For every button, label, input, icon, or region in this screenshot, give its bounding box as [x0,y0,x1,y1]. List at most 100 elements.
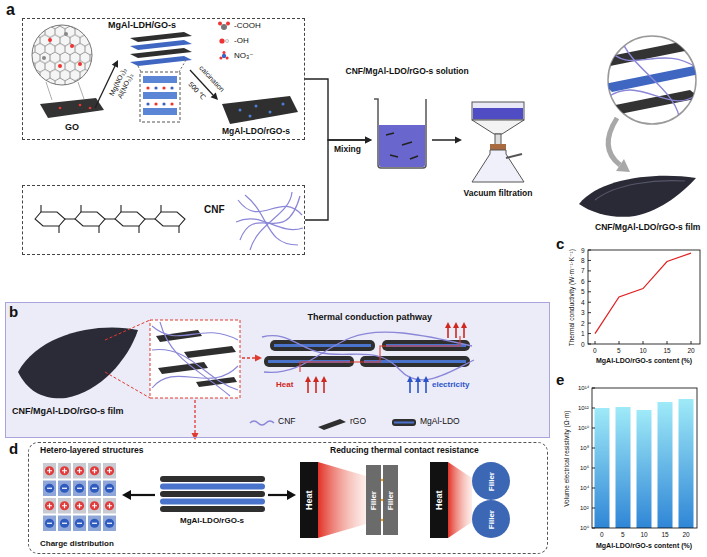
axis-text: 1 [581,330,585,337]
conduction-pathway [315,381,317,393]
ldh-go-stack [179,60,186,72]
legend-text: rGO [350,417,366,427]
conduction-pathway [447,327,449,338]
axis-text: 5 [621,531,625,538]
legend-sample [219,38,224,43]
node-text: Charge distribution [40,539,114,548]
go-molecule [78,82,84,99]
axis-text: Volume electrical resistivity (Ω·m) [563,410,570,506]
layered-stack [160,506,265,512]
conduction-pathway [463,327,465,338]
film-node-shape [595,181,685,200]
film-zoom-circle [600,36,700,124]
conduction-pathway [417,381,419,393]
legend-text: -COOH [234,21,261,30]
ldh-zoom [162,102,165,105]
ldh-zoom [140,72,180,122]
conduction-pathway [270,340,375,351]
layered-stack [160,476,265,482]
ldo-sheet [255,105,258,108]
connector [305,137,372,221]
node-text: Vacuum filtration [464,189,533,199]
axis-text: 10² [580,505,589,512]
cnf-fibers [236,192,303,250]
conduction-pathway [445,322,451,328]
connector-line [305,79,366,140]
film-node: CNF/MgAl-LDO/rGO-s film [575,170,700,220]
chart-e [616,407,631,528]
ldh-zoom [143,108,177,115]
ldh-zoom [170,102,173,105]
node-text: CNF [204,204,225,216]
legend-sample [218,22,222,26]
go-sheet [59,107,62,110]
go-molecule [46,82,52,100]
axis-text: 9 [581,247,585,254]
film-illustration [152,326,238,340]
legend-text: CNF [278,417,295,427]
heat-cone [318,462,366,538]
go-molecule [78,62,82,66]
process-arrow [130,494,155,496]
go-molecule [64,32,68,36]
filler-bar: Filler [383,465,398,535]
arrow-head [365,137,372,144]
conduction-pathway [274,344,371,347]
panel-letter: c [556,235,564,252]
axis-text: 10⁸ [580,445,589,452]
panel-box: CNF/MgAl-LDO/rGO-s filmThermal conductio… [5,302,550,438]
ldo-sheet [222,96,298,124]
filtration-funnel-shape [462,100,534,185]
heat-block: Heat [300,462,318,538]
reaction-arrow [211,93,218,101]
node-text: CNF/MgAl-LDO/rGO-s solution [346,67,469,77]
go-molecule [42,56,46,60]
film-illustration [18,320,262,440]
axis-text: 6 [581,278,585,285]
axis-text: 8 [581,257,585,264]
conduction-pathway [307,381,309,393]
legend-sample [225,39,228,42]
beaker-node: CNF/MgAl-LDO/rGO-s solution [372,95,432,170]
axis-text: 10 [641,531,648,538]
beaker-node-shape [374,99,426,168]
axis-text: 10¹² [578,405,589,412]
filtration-funnel-shape [472,120,524,134]
axis-text: 0 [593,347,597,354]
conduction-pathway [410,381,426,393]
conduction-pathway [407,376,429,382]
filler-bar: Filler [366,465,381,535]
panel-b-ground [5,302,550,438]
chart-e [658,402,673,528]
conduction-pathway [407,376,413,382]
ldh-zoom [154,102,157,105]
go-molecule [48,38,52,42]
chart-c [595,253,691,334]
process-arrow [287,490,296,500]
charge-grid [42,462,117,532]
node-text: Heat [434,490,444,510]
conduction-pathway [313,376,319,382]
film-illustration [160,322,230,396]
panel-letter: d [9,440,18,457]
film-zoom-circle [604,90,700,101]
conduction-pathway [453,322,459,328]
ldh-zoom [140,72,180,122]
ldh-zoom [146,86,149,89]
panel-letter: e [556,371,564,388]
cnf-fibers [250,192,292,250]
chart-c [588,250,700,344]
legend-text: -OH [234,36,249,45]
legend-sample [392,419,416,426]
filtration-funnel: Vacuum filtration [462,100,534,185]
axis-text: 10⁰ [580,525,589,532]
axis-text: 15 [662,531,669,538]
node-text: 500 ℃ [186,80,207,101]
film-illustration [184,346,236,358]
legend-sample [250,419,416,430]
cellulose-chain [35,205,185,233]
chart-e [637,410,652,528]
chart-e [592,388,697,528]
